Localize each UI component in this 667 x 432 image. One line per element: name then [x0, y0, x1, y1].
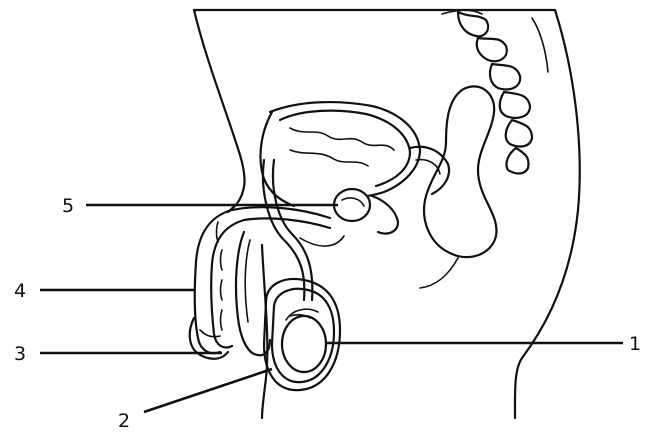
label-2: 2	[118, 410, 130, 432]
body-outline	[194, 10, 580, 418]
rectum	[420, 86, 496, 288]
prostate-gland	[334, 189, 370, 221]
number-labels: 1 2 3 4 5	[14, 195, 641, 432]
label-3: 3	[14, 343, 26, 365]
testis	[282, 309, 326, 372]
leader-line-2	[144, 369, 272, 412]
label-5: 5	[62, 195, 74, 217]
leader-lines	[40, 205, 623, 412]
vertebrae	[442, 10, 548, 173]
label-4: 4	[14, 280, 26, 302]
label-1: 1	[629, 333, 641, 355]
